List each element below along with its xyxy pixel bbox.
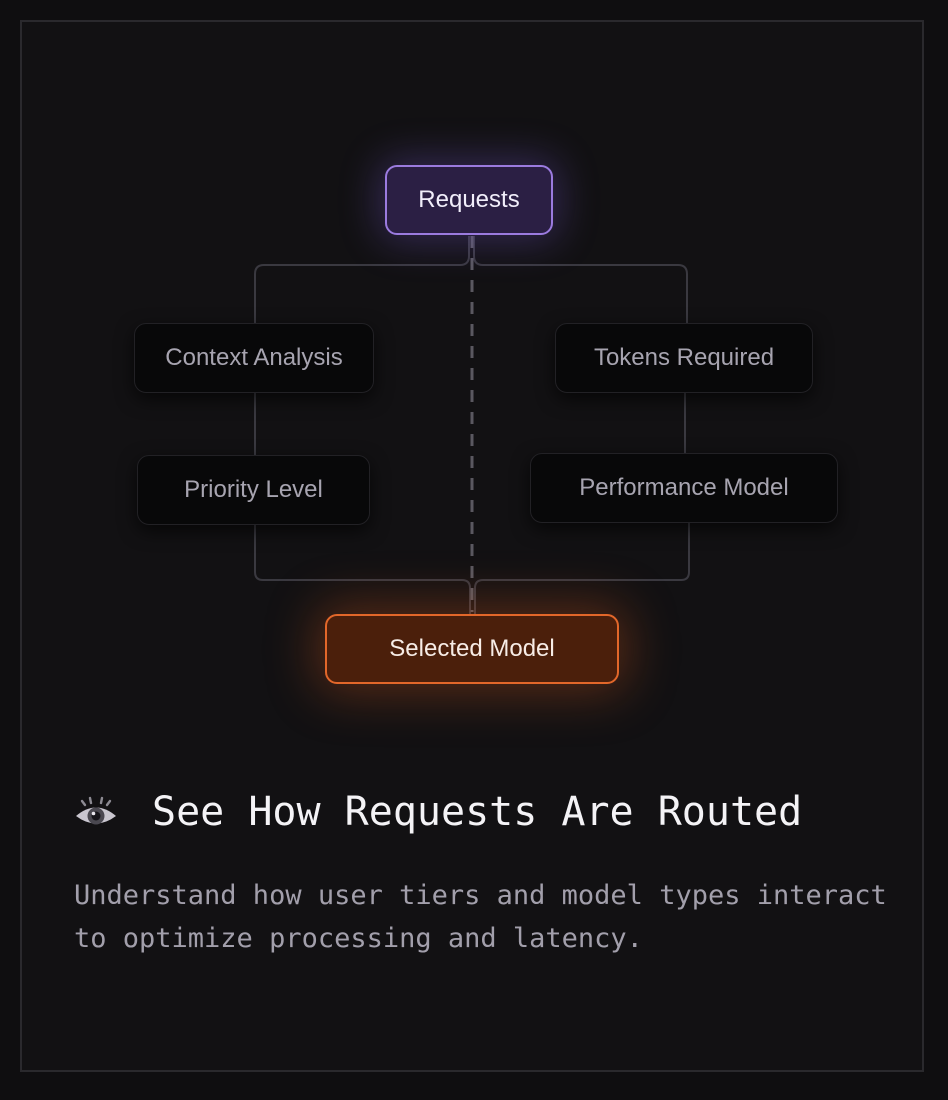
performance-model-node: Performance Model (530, 453, 838, 523)
performance-model-node-label: Performance Model (579, 474, 789, 501)
tokens-required-node: Tokens Required (555, 323, 813, 393)
priority-level-node: Priority Level (137, 455, 370, 525)
context-analysis-node-label: Context Analysis (165, 344, 343, 371)
context-analysis-node: Context Analysis (134, 323, 374, 393)
selected-model-node: Selected Model (325, 614, 619, 684)
section-description: Understand how user tiers and model type… (74, 880, 887, 954)
requests-node-label: Requests (418, 186, 520, 213)
eye-icon (76, 796, 116, 825)
tokens-required-node-label: Tokens Required (593, 344, 775, 371)
requests-node: Requests (385, 165, 553, 235)
priority-level-node-label: Priority Level (184, 476, 323, 503)
section-heading-row: See How Requests Are Routed (74, 784, 802, 840)
selected-model-node-label: Selected Model (389, 635, 555, 662)
section-heading: See How Requests Are Routed (152, 789, 803, 835)
